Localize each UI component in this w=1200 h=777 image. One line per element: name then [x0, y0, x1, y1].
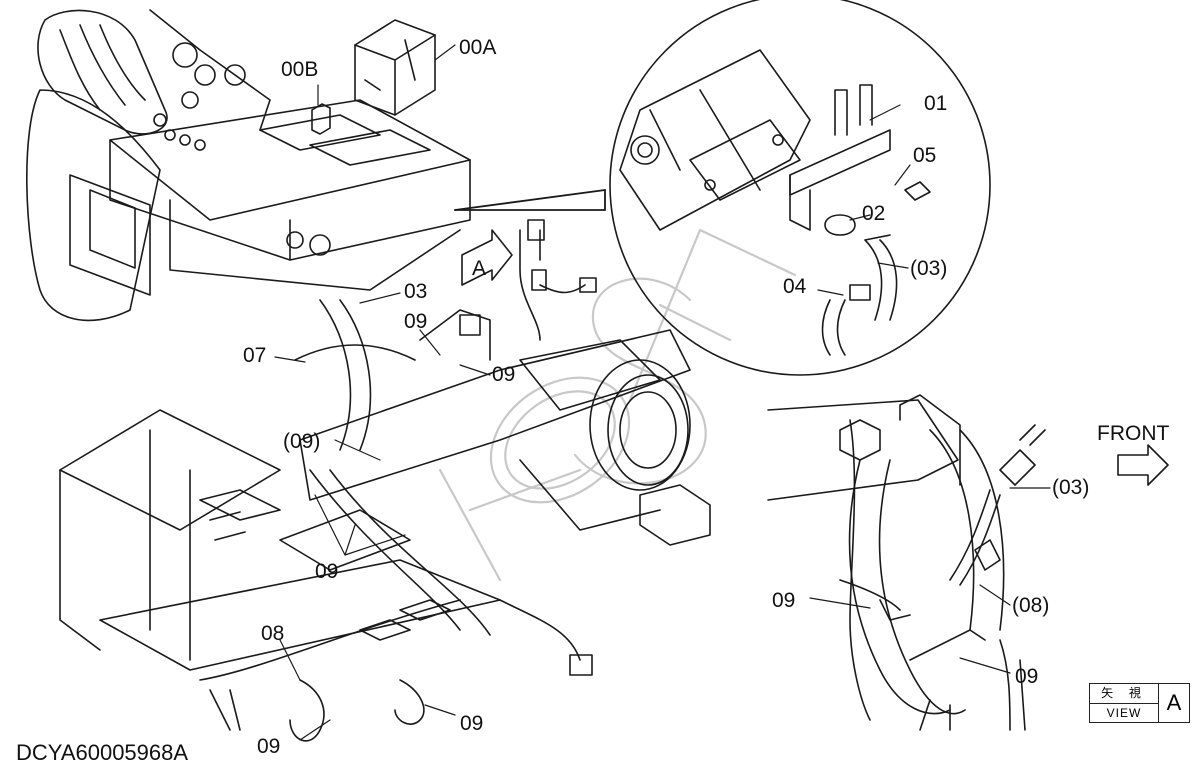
label-04: 04 [783, 275, 807, 298]
label-09-c: 09 [315, 560, 338, 583]
label-00B: 00B [281, 58, 318, 81]
detail-leader [454, 189, 606, 211]
seat-console [26, 9, 471, 322]
label-09-a: 09 [404, 310, 427, 333]
view-box-en: VIEW [1090, 704, 1159, 722]
swivel-unit [459, 219, 711, 546]
drawing-code: DCYA60005968A [16, 740, 188, 765]
watermark [438, 228, 797, 582]
label-08: 08 [261, 622, 284, 645]
label-05: 05 [913, 144, 936, 167]
view-a-box: 矢 視 VIEW A [1089, 683, 1190, 723]
label-03: 03 [404, 280, 427, 303]
label-09-g: 09 [1015, 665, 1038, 688]
label-01: 01 [924, 92, 947, 115]
front-arrow [1117, 444, 1169, 486]
harness-frame [59, 299, 691, 742]
label-09-d: 09 [460, 712, 483, 735]
view-a-inset [767, 394, 1046, 731]
part-00B-clip [311, 103, 331, 135]
label-09-f: 09 [772, 589, 795, 612]
label-09-e: 09 [257, 735, 280, 758]
label-07: 07 [243, 344, 266, 367]
label-08-paren: (08) [1012, 594, 1049, 617]
label-03-paren-view: (03) [1052, 476, 1089, 499]
label-03-paren-detail: (03) [910, 257, 947, 280]
view-box-letter: A [1166, 690, 1182, 715]
view-a-arrow [461, 229, 513, 286]
label-00A: 00A [459, 36, 496, 59]
label-09-b: 09 [492, 363, 515, 386]
view-box-jp: 矢 視 [1090, 684, 1159, 704]
label-02: 02 [862, 202, 885, 225]
leader-lines [274, 44, 1051, 741]
callout-labels: 00A 00B 01 05 02 (03) 04 03 07 09 09 (09… [16, 36, 1169, 765]
part-00A-bracket [354, 19, 436, 116]
detail-circle [609, 0, 991, 376]
label-09-paren: (09) [283, 430, 320, 453]
label-A: A [472, 257, 486, 280]
front-label: FRONT [1097, 422, 1169, 445]
